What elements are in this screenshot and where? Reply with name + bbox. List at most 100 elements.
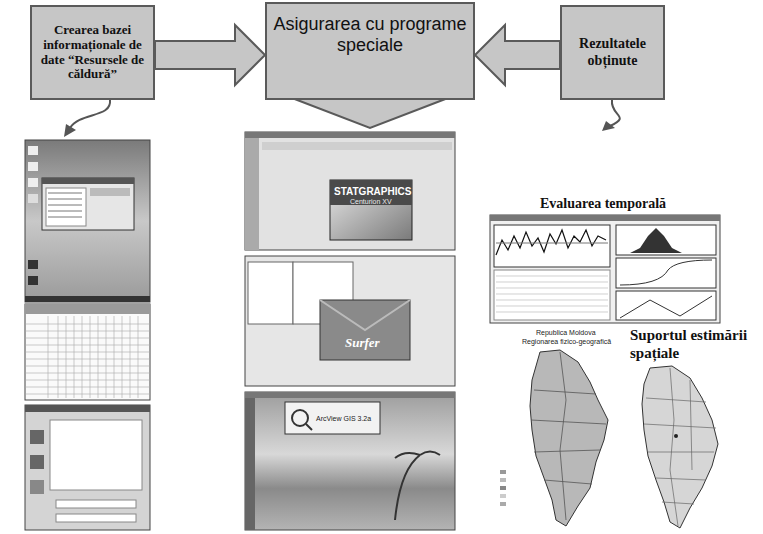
screenshot-desktop-line	[48, 199, 82, 200]
screenshot-desktop-rect	[42, 178, 134, 184]
screenshot-desktop	[25, 140, 150, 302]
screenshot-arcview-rect	[245, 392, 455, 398]
screenshot-desktop-rect	[46, 188, 86, 226]
screenshot-chart-rect	[494, 270, 610, 320]
screenshot-chart-rect	[616, 258, 716, 288]
screenshot-dialog-rect	[25, 405, 150, 530]
screenshot-desktop-rect	[28, 146, 38, 155]
screenshot-dialog	[25, 405, 150, 530]
arrow-head	[602, 121, 615, 131]
screenshot-surfer-rect	[245, 256, 455, 386]
screenshot-desktop-line	[48, 205, 82, 206]
screenshot-surfer-path	[320, 300, 410, 330]
screenshot-spreadsheet-path	[48, 316, 138, 398]
screenshot-chart-path	[496, 276, 608, 312]
splash-logo: Surfer	[345, 335, 380, 351]
screenshot-arcview-rect	[245, 398, 255, 530]
data-base-box: Crearea bazei informaționale de date “Re…	[30, 5, 155, 100]
screenshot-desktop-rect	[25, 296, 150, 302]
map-districts-path	[644, 368, 716, 526]
splash-subtitle: Centurion XV	[350, 198, 392, 206]
map-districts	[642, 366, 718, 528]
screenshot-chart-rect	[616, 291, 716, 320]
screenshot-surfer-rect	[320, 300, 410, 360]
screenshot-desktop-rect	[42, 178, 134, 230]
screenshot-desktop-rect	[28, 260, 38, 269]
screenshot-desktop-line	[48, 217, 82, 218]
screenshot-arcview-rect	[245, 392, 455, 530]
screenshot-spreadsheet-rect	[25, 304, 150, 400]
screenshot-dialog-rect	[30, 480, 44, 494]
screenshot-statgraphics-rect	[330, 180, 412, 240]
screenshot-statgraphics-rect	[245, 132, 455, 250]
section-heading: Evaluarea temporală	[540, 196, 666, 213]
section-heading: Suportul estimării spațiale	[630, 326, 755, 362]
curly-arrow-path	[70, 100, 110, 128]
screenshot-arcview-path	[395, 455, 420, 520]
box-text: Rezultatele obținute	[568, 36, 657, 68]
map-regions-path	[531, 352, 606, 520]
screenshot-surfer-rect	[248, 262, 293, 324]
screenshot-dialog-rect	[56, 500, 136, 508]
screenshot-chart-rect	[494, 225, 610, 267]
screenshot-desktop-rect	[28, 276, 38, 285]
screenshot-spreadsheet-rect	[25, 304, 150, 314]
screenshot-chart-path	[630, 228, 682, 253]
screenshot-chart-rect	[490, 215, 720, 221]
screenshot-dialog-rect	[25, 405, 150, 412]
box-text: Crearea bazei informaționale de date “Re…	[38, 23, 147, 83]
screenshot-arcview-path	[395, 452, 440, 459]
screenshot-statgraphics-rect	[245, 132, 455, 138]
screenshot-chart-rect	[616, 225, 716, 255]
screenshot-dialog-rect	[56, 514, 136, 522]
map-regions-rect	[500, 478, 506, 482]
screenshot-statgraphics-rect	[245, 138, 259, 250]
map-regions-rect	[500, 502, 506, 506]
map-regions-path	[530, 350, 608, 526]
screenshot-chart-line	[496, 243, 608, 244]
software-box: Asigurarea cu programe speciale	[265, 2, 475, 100]
screenshot-dialog-rect	[30, 455, 44, 469]
curly-arrow	[70, 100, 620, 128]
screenshot-arcview	[245, 392, 455, 530]
screenshot-spreadsheet	[25, 304, 150, 400]
map-districts-circle	[674, 434, 678, 438]
block-arrow	[475, 25, 560, 85]
screenshot-desktop-rect	[25, 140, 150, 302]
down-arrow	[292, 98, 448, 128]
splash-title: STATGRAPHICS	[334, 186, 411, 198]
screenshot-dialog-rect	[30, 430, 44, 444]
screenshot-statgraphics-rect	[262, 142, 452, 150]
screenshot-chart	[490, 215, 720, 323]
curly-arrow-path	[610, 100, 620, 126]
screenshot-desktop-rect	[90, 188, 130, 196]
map-regions-rect	[500, 486, 506, 490]
screenshot-desktop-line	[48, 193, 82, 194]
block-arrow	[155, 25, 265, 85]
map-regions-rect	[500, 494, 506, 498]
screenshot-spreadsheet-path	[25, 324, 150, 394]
arrow-head	[64, 124, 76, 137]
screenshot-arcview-rect	[285, 402, 380, 434]
screenshot-dialog-rect	[50, 420, 142, 490]
screenshot-statgraphics	[245, 132, 455, 250]
screenshot-desktop-line	[48, 211, 82, 212]
screenshot-arcview-circle	[292, 410, 308, 426]
screenshot-chart-path	[620, 260, 712, 285]
screenshot-surfer	[245, 256, 455, 386]
map-subtitle: Regionarea fizico-geografică	[522, 338, 611, 346]
splash-title: ArcView GIS 3.2a	[316, 415, 371, 423]
results-box: Rezultatele obținute	[560, 5, 665, 100]
screenshot-desktop-rect	[28, 162, 38, 171]
screenshot-chart-path	[620, 296, 712, 318]
screenshot-arcview-line	[306, 424, 312, 430]
map-regions	[500, 350, 608, 526]
map-districts-path	[642, 366, 718, 528]
screenshot-desktop-rect	[28, 178, 38, 187]
box-text: Asigurarea cu programe speciale	[273, 14, 467, 55]
screenshot-desktop-rect	[28, 194, 38, 203]
screenshot-chart-rect	[490, 215, 720, 323]
map-regions-rect	[500, 470, 506, 474]
map-title: Republica Moldova	[536, 329, 596, 337]
